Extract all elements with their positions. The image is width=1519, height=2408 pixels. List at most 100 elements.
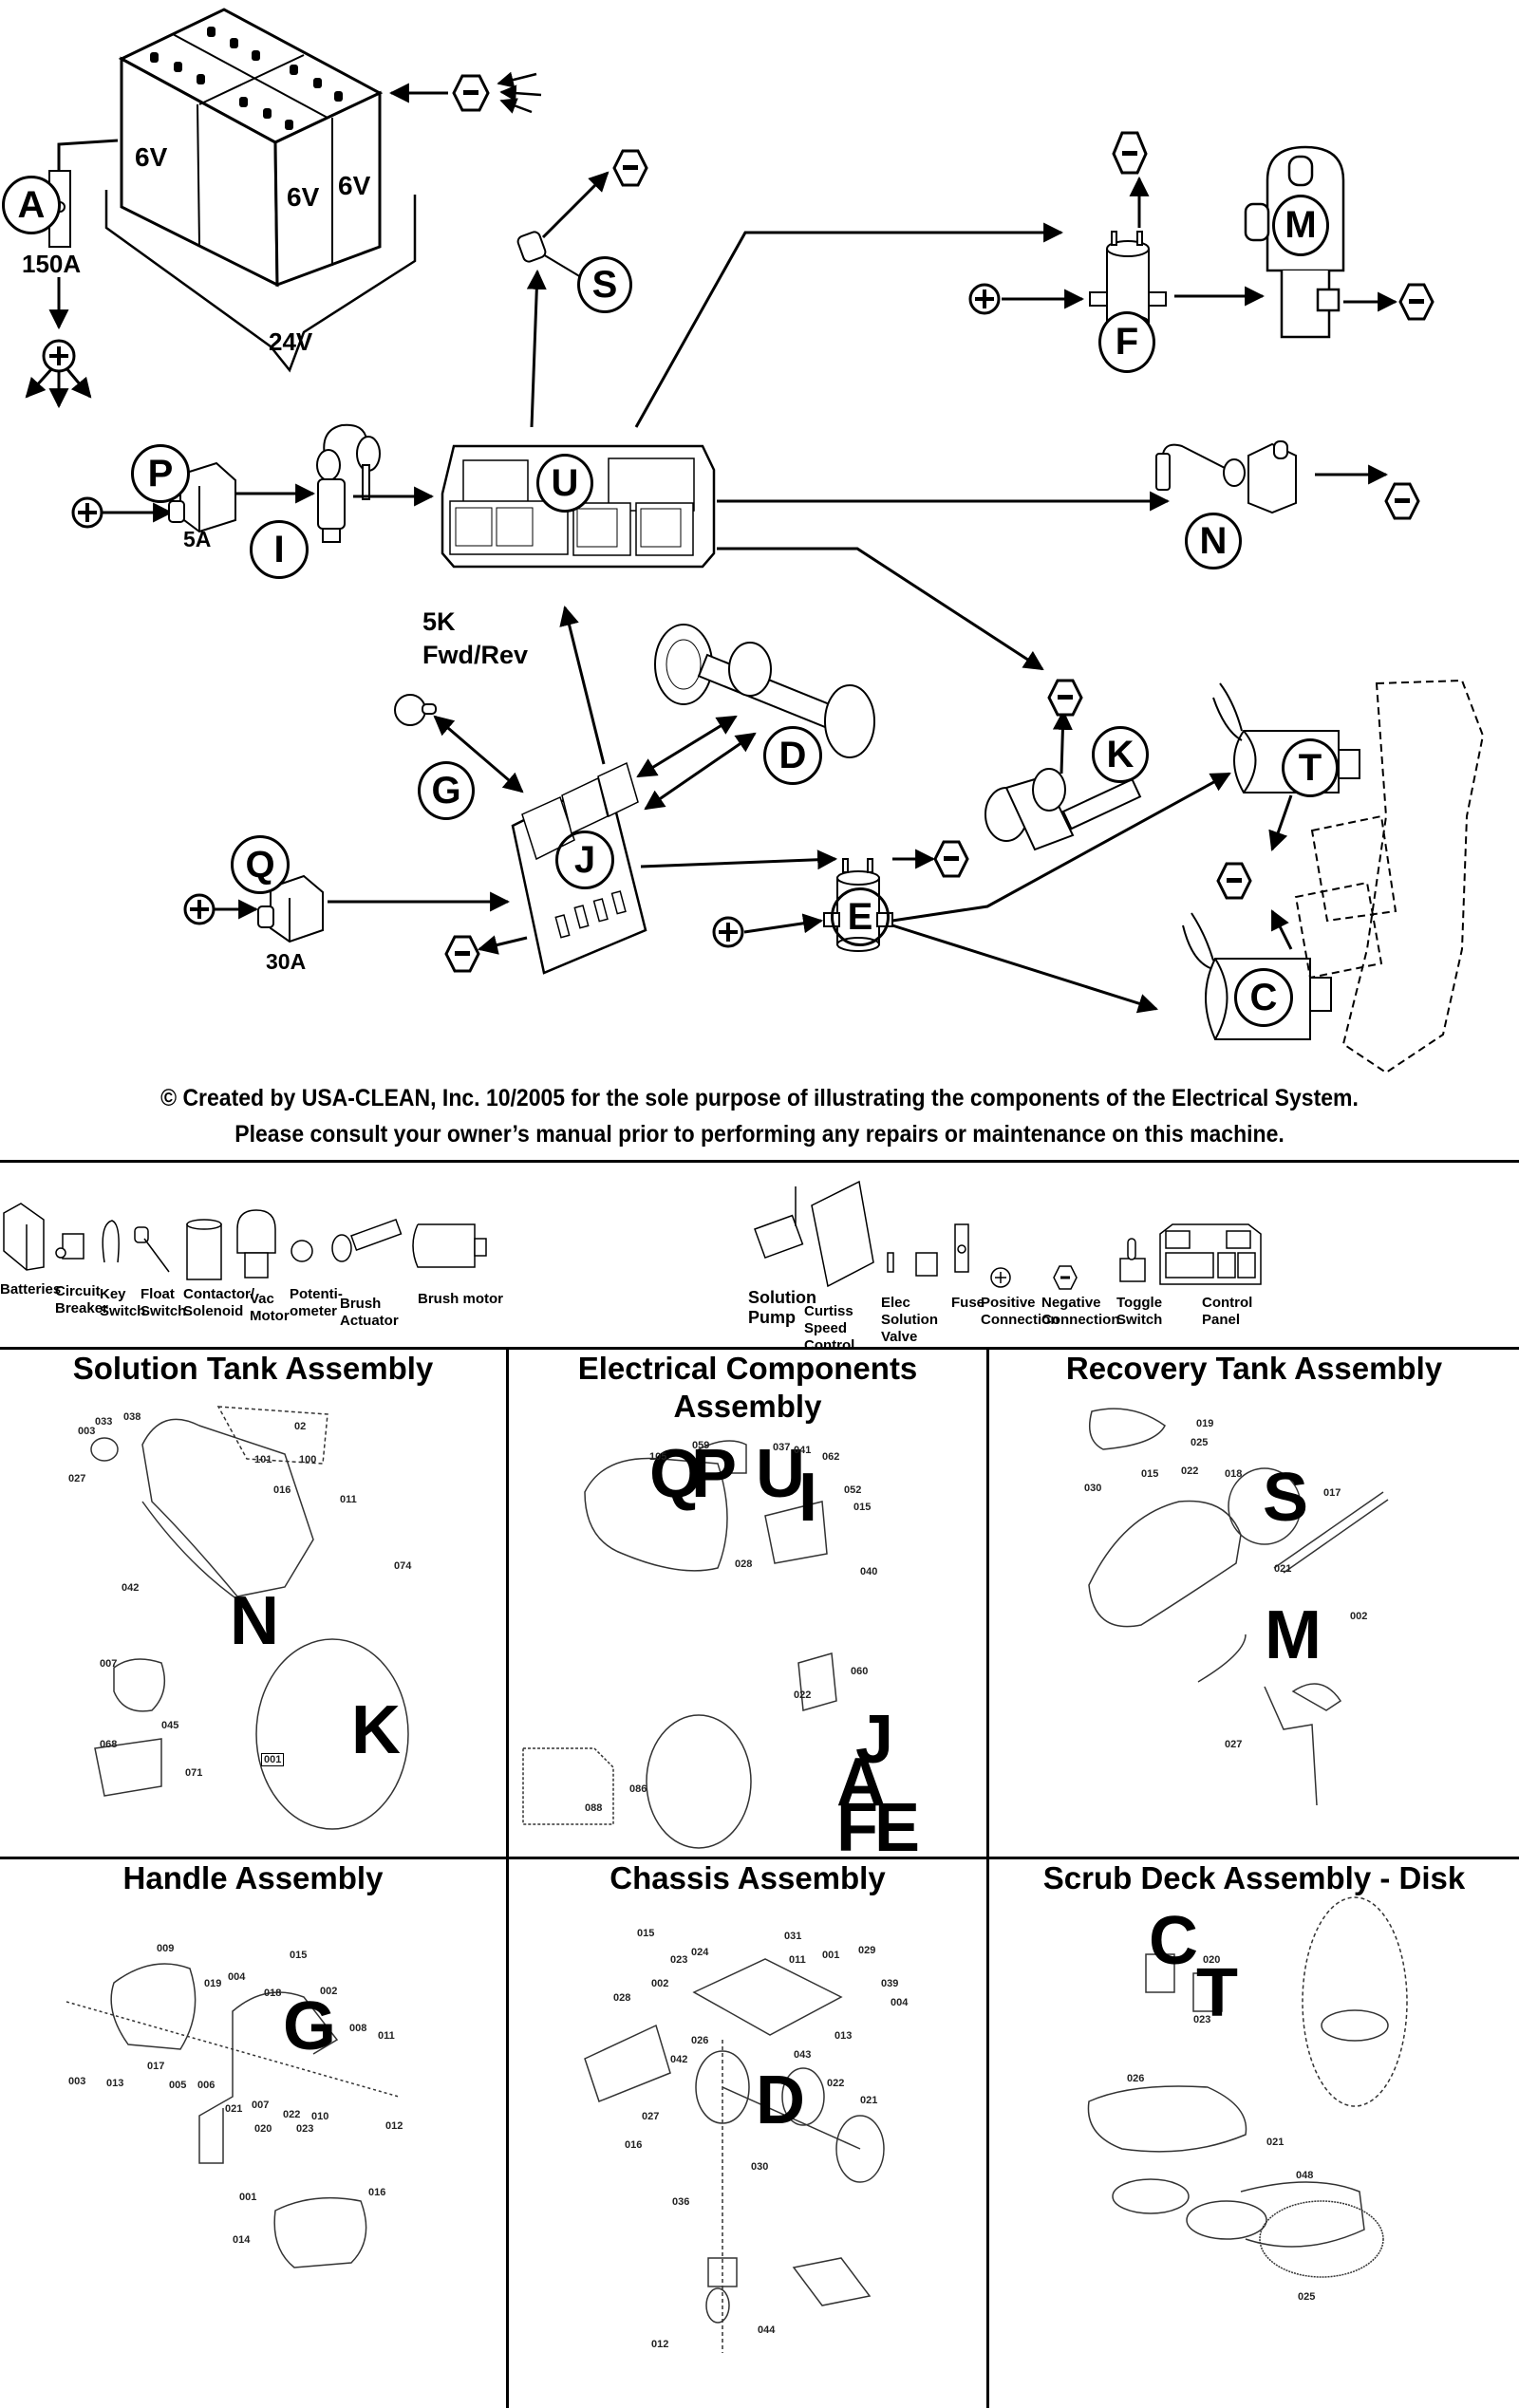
part-number: 027 [68,1473,86,1484]
batteries-icon [3,1203,45,1271]
part-number: 062 [822,1451,840,1463]
part-number: 022 [1181,1465,1199,1477]
panel-title: Solution Tank Assembly [72,1351,434,1386]
callout-u: U [536,454,593,513]
callout-j: J [555,831,614,889]
assembly-letter: E [874,1790,921,1866]
panel-title: Handle Assembly [122,1860,384,1895]
brush-actuator-k [985,768,1142,851]
callout-f: F [1098,311,1155,373]
part-number: 016 [625,2139,643,2151]
part-number: 025 [1298,2291,1316,2303]
part-number: 040 [860,1566,878,1577]
circuit-breaker-p [168,461,236,533]
part-number: 100 [299,1454,317,1465]
part-number: 031 [784,1931,802,1942]
legend-item: Vac Motor [250,1291,290,1324]
part-number: 028 [735,1559,753,1570]
negative-signs [455,90,1424,956]
assembly-panel-scrub-deck[interactable]: Scrub Deck Assembly - Disk C T 020 023 0… [989,1859,1519,2408]
part-number: 004 [891,1997,909,2008]
positive-connection-icon [990,1267,1011,1288]
legend-item: Solution Pump [748,1288,816,1327]
part-number: 011 [378,2030,395,2042]
part-number: 019 [1196,1418,1214,1429]
part-number: 024 [691,1947,709,1958]
fuse-rating: 150A [22,250,82,278]
part-number: 041 [794,1445,812,1456]
part-number: 042 [122,1582,140,1594]
chassis-drawing [584,1958,885,2353]
part-number: 015 [637,1928,655,1939]
part-number: 052 [844,1484,862,1496]
part-number: 020 [1203,1954,1221,1966]
part-number: 021 [860,2095,878,2106]
assembly-letter: S [1263,1460,1309,1536]
assembly-letter: Q [649,1436,703,1512]
scrub-deck-drawing [1087,1896,1408,2278]
battery-pack [118,8,384,288]
key-switch-icon [102,1220,120,1263]
positive-signs [49,289,994,942]
key-switch-i [316,423,381,543]
solution-valve-icon [887,1252,938,1277]
part-number: 021 [225,2103,243,2115]
maintenance-notice: Please consult your owner’s manual prior… [234,1121,1285,1148]
toggle-switch-icon [1119,1238,1146,1282]
assembly-panel-handle[interactable]: Handle Assembly G 009 015 004 019 018 00… [0,1859,506,2408]
part-number: 011 [340,1494,357,1505]
part-number: 008 [349,2023,367,2034]
part-number: 039 [881,1978,899,1989]
grid-divider [986,1347,989,2408]
solution-valve-n [1155,440,1297,514]
legend-icons [3,1180,1262,1290]
part-number: 015 [290,1950,308,1961]
contactor-icon [186,1219,222,1280]
battery-terminals [150,27,343,130]
part-number: 016 [368,2187,386,2198]
float-switch-icon [134,1226,170,1273]
part-number: 013 [835,2030,853,2042]
part-number: 007 [252,2100,270,2111]
legend-item: Potenti- ometer [290,1286,343,1319]
part-number: 060 [851,1666,869,1677]
part-number: 086 [629,1783,647,1795]
control-panel-icon [1159,1223,1262,1285]
assembly-letter: F [836,1790,878,1866]
callout-n: N [1185,513,1242,569]
battery-voltage-label: 6V [287,182,320,212]
circuit-breaker-icon [55,1233,84,1260]
part-number: 088 [585,1802,603,1814]
assembly-panel-electrical-components[interactable]: Electrical Components Assembly Q P U I J… [509,1350,986,1862]
electrical-components-drawing [522,1440,837,1849]
assembly-panel-recovery-tank[interactable]: Recovery Tank Assembly S M 019 025 015 0… [989,1350,1519,1857]
assembly-letter: D [756,2063,805,2138]
part-number: 021 [1274,1563,1292,1575]
legend-item: Brush motor [418,1291,503,1307]
part-number: 005 [169,2080,187,2091]
part-number: 023 [1193,2014,1211,2025]
panel-title: Recovery Tank Assembly [1065,1351,1443,1386]
assembly-panel-chassis[interactable]: Chassis Assembly D 015 031 024 023 011 0… [509,1859,986,2408]
assembly-letter: T [1196,1955,1238,2031]
part-number: 101 [254,1454,272,1465]
assembly-panel-solution-tank[interactable]: Solution Tank Assembly N K 003 033 038 0… [0,1350,506,1857]
assembly-letter: K [351,1692,401,1768]
scrub-deck-outline [1294,679,1485,1074]
callout-g: G [418,761,475,820]
breaker-q-rating: 30A [266,949,307,974]
grid-divider [506,1347,509,2408]
battery-total-voltage: 24V [269,327,313,356]
part-number: 004 [228,1971,246,1983]
breaker-p-rating: 5A [183,527,212,551]
callout-a: A [2,176,61,234]
panel-title: Scrub Deck Assembly - Disk [1042,1860,1466,1895]
part-number: 012 [651,2339,669,2350]
speed-control-icon [811,1180,874,1288]
legend-item: Positive Connection [981,1295,1060,1328]
legend-item: Negative Connection [1041,1295,1120,1328]
part-number: 038 [123,1411,141,1423]
assembly-letter: G [283,1988,337,2064]
assembly-letter: A [836,1745,886,1820]
potentiometer-label: 5K [422,607,456,636]
